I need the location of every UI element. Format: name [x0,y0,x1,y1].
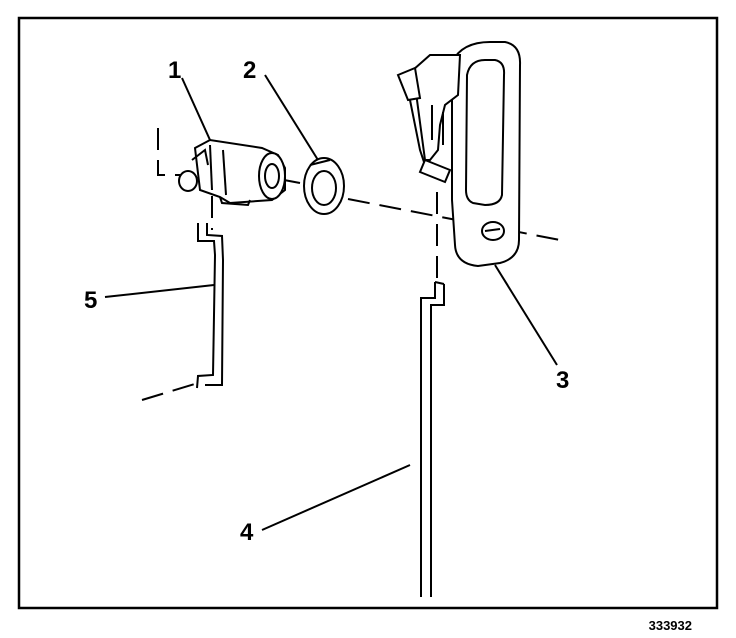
figure-id: 333932 [649,618,692,633]
handle-to-latch-rod [420,281,445,597]
lock-cylinder [178,138,286,207]
cylinder-gasket [303,157,345,215]
callout-5: 5 [84,287,97,314]
callout-4: 4 [240,519,254,546]
callout-2: 2 [243,57,256,84]
outside-door-handle [396,41,522,268]
lock-to-latch-rod [196,223,225,389]
callout-3: 3 [556,367,569,394]
callout-1: 1 [168,57,181,84]
diagram-frame [17,16,719,610]
callout-leaders [104,74,558,531]
